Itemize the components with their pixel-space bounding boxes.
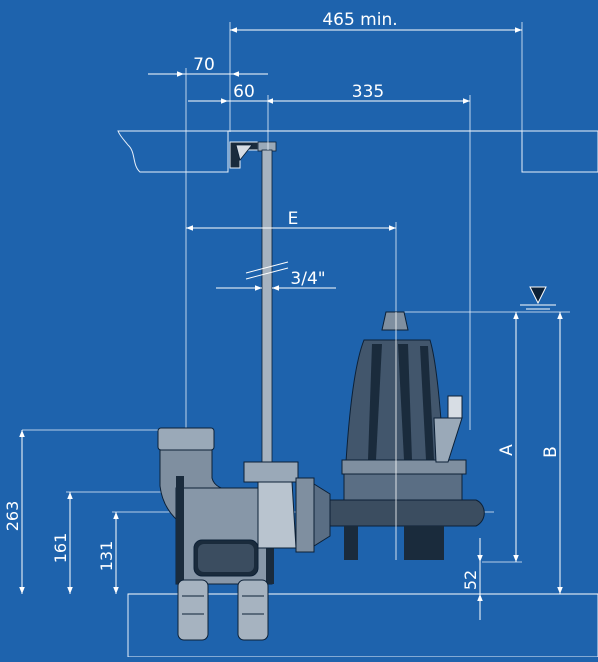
dimension-52: 52: [461, 538, 483, 620]
dimension-E: E: [186, 209, 397, 315]
dimension-A-label: A: [497, 444, 517, 456]
pump-coupling: [243, 461, 331, 553]
dimension-60-335: 60 335: [188, 82, 471, 430]
pipe-size-label: 3/4": [290, 269, 325, 289]
dimension-A: A: [482, 312, 522, 563]
ceiling-slab: [117, 130, 598, 173]
dimension-263: 263: [3, 429, 160, 594]
dimension-E-label: E: [288, 209, 299, 229]
dimension-263-label: 263: [3, 501, 22, 532]
dimension-60-label: 60: [233, 82, 255, 102]
dimension-52-label: 52: [461, 570, 480, 590]
dimension-70-label: 70: [193, 55, 215, 75]
discharge-elbow: [157, 427, 274, 585]
dimension-70: 70: [148, 55, 268, 432]
dimension-B-label: B: [541, 446, 561, 458]
dimension-335-label: 335: [352, 82, 384, 102]
guide-pipe: [245, 149, 289, 471]
pump-body: [329, 311, 485, 560]
dimension-131-label: 131: [97, 541, 116, 572]
dimension-465-label: 465 min.: [322, 10, 397, 30]
dimension-pipe-size: 3/4": [216, 269, 336, 291]
ceiling-bracket: [229, 141, 277, 169]
water-level-triangle-icon: [404, 286, 570, 313]
dimension-161-label: 161: [51, 533, 70, 564]
dimension-B: B: [541, 312, 563, 594]
dimension-465: 465 min.: [229, 10, 523, 132]
base-feet: [177, 579, 269, 641]
